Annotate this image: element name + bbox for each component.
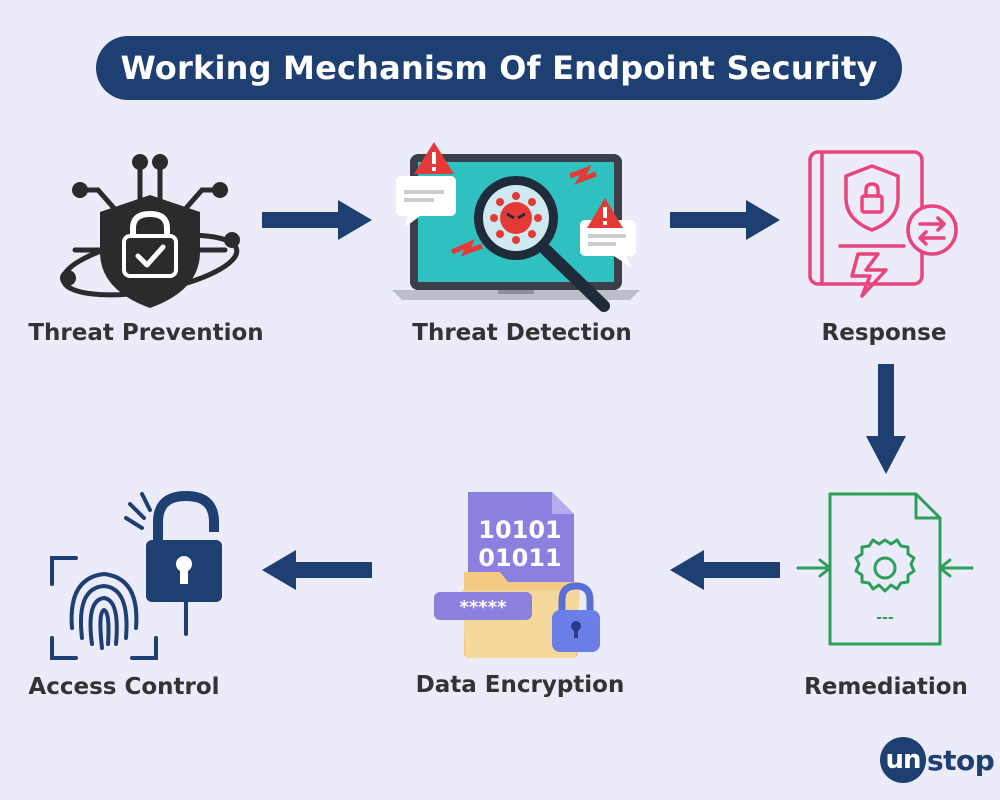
step-remediation: --- Remediation — [796, 488, 976, 700]
encrypted-folder-icon: 10101 01011 ***** — [434, 492, 600, 658]
step-data-encryption: 10101 01011 ***** Data Encryption — [416, 486, 624, 698]
step-label: Threat Prevention — [28, 320, 264, 346]
remediation-dashes: --- — [876, 610, 894, 626]
step-threat-detection: Threat Detection — [390, 140, 640, 346]
step-response: Response — [800, 146, 970, 346]
brand-mark: un — [880, 737, 926, 783]
step-label: Data Encryption — [415, 672, 625, 698]
brand-wordmark: stop — [927, 743, 995, 777]
binary-line-2: 01011 — [478, 544, 562, 572]
step-label: Response — [821, 320, 947, 346]
step-label: Access Control — [28, 674, 220, 700]
arrow-left — [262, 550, 374, 590]
security-response-document-icon — [808, 150, 958, 298]
fingerprint-padlock-icon — [50, 490, 222, 660]
gear-document-icon: --- — [796, 492, 974, 646]
step-threat-prevention: Threat Prevention — [28, 140, 264, 346]
step-label: Remediation — [804, 674, 968, 700]
shield-lock-circuit-icon — [60, 154, 240, 308]
arrow-down — [866, 364, 906, 476]
arrow-left — [670, 550, 782, 590]
step-label: Threat Detection — [412, 320, 632, 346]
step-access-control: Access Control — [28, 488, 236, 700]
laptop-virus-magnifier-icon — [392, 142, 640, 312]
brand-logo: un stop — [880, 737, 995, 783]
page-title: Working Mechanism Of Endpoint Security — [120, 49, 878, 87]
arrow-right — [670, 200, 782, 240]
arrow-right — [262, 200, 374, 240]
binary-line-1: 10101 — [478, 516, 562, 544]
title-banner: Working Mechanism Of Endpoint Security — [96, 36, 902, 100]
password-mask: ***** — [459, 597, 507, 618]
